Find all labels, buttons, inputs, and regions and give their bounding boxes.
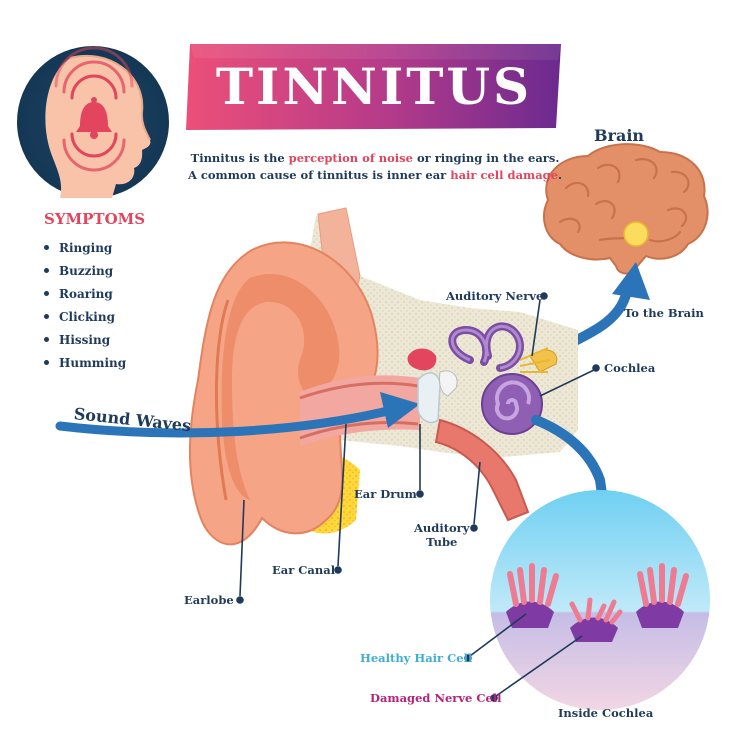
head-sound-icon — [17, 46, 169, 198]
intro-line-1-c: or ringing in the ears. — [412, 151, 560, 165]
intro-line-2-a: A common cause of tinnitus is inner ear — [187, 168, 451, 182]
ear-canal — [299, 375, 420, 446]
symptom-item: Clicking — [44, 305, 126, 328]
label-ear-canal: Ear Canal — [272, 563, 336, 577]
label-brain: Brain — [594, 126, 645, 145]
intro-highlight-damage: hair cell damage — [450, 168, 559, 182]
bell-icon — [76, 97, 112, 139]
label-damaged-nerve-cell: Damaged Nerve Cell — [370, 691, 502, 705]
intro-line-1-a: Tinnitus is the — [190, 151, 289, 165]
inside-cochlea-view — [490, 490, 710, 710]
label-auditory-tube-line-2: Tube — [426, 535, 458, 549]
symptom-item: Hissing — [44, 328, 126, 351]
ear-icon — [189, 241, 379, 546]
title-banner: TINNITUS — [185, 42, 563, 130]
label-inside-cochlea: Inside Cochlea — [558, 706, 654, 720]
auditory-tube — [434, 418, 530, 522]
page-title: TINNITUS — [215, 56, 533, 116]
label-auditory-tube-line-1: Auditory — [414, 521, 470, 535]
sound-waves-arrow — [55, 392, 420, 438]
intro-highlight-noise: perception of noise — [288, 151, 413, 165]
title-banner-bg — [186, 44, 561, 130]
intro-line-1: Tinnitus is the perception of noise or r… — [175, 150, 575, 167]
symptom-item: Ringing — [44, 236, 126, 259]
label-cochlea: Cochlea — [604, 361, 656, 375]
label-to-the-brain: To the Brain — [624, 306, 704, 320]
symptom-item: Roaring — [44, 282, 126, 305]
label-earlobe: Earlobe — [184, 593, 234, 607]
symptom-list: Ringing Buzzing Roaring Clicking Hissing… — [44, 236, 126, 374]
label-healthy-hair-cell: Healthy Hair Cell — [360, 651, 473, 665]
leader-lines — [236, 292, 600, 702]
symptoms-title: SYMPTOMS — [44, 210, 146, 228]
intro-line-2-c: . — [558, 168, 563, 182]
label-ear-drum: Ear Drum — [354, 487, 417, 501]
brain-icon — [543, 143, 709, 275]
label-auditory-tube: Auditory Tube — [414, 521, 469, 549]
symptom-item: Humming — [44, 351, 126, 374]
ear-drum — [407, 348, 458, 424]
intro-line-2: A common cause of tinnitus is inner ear … — [175, 167, 575, 184]
cochlea-icon — [448, 322, 558, 435]
label-auditory-nerve: Auditory Nerve — [446, 289, 544, 303]
intro-text: Tinnitus is the perception of noise or r… — [175, 150, 575, 184]
symptom-item: Buzzing — [44, 259, 126, 282]
